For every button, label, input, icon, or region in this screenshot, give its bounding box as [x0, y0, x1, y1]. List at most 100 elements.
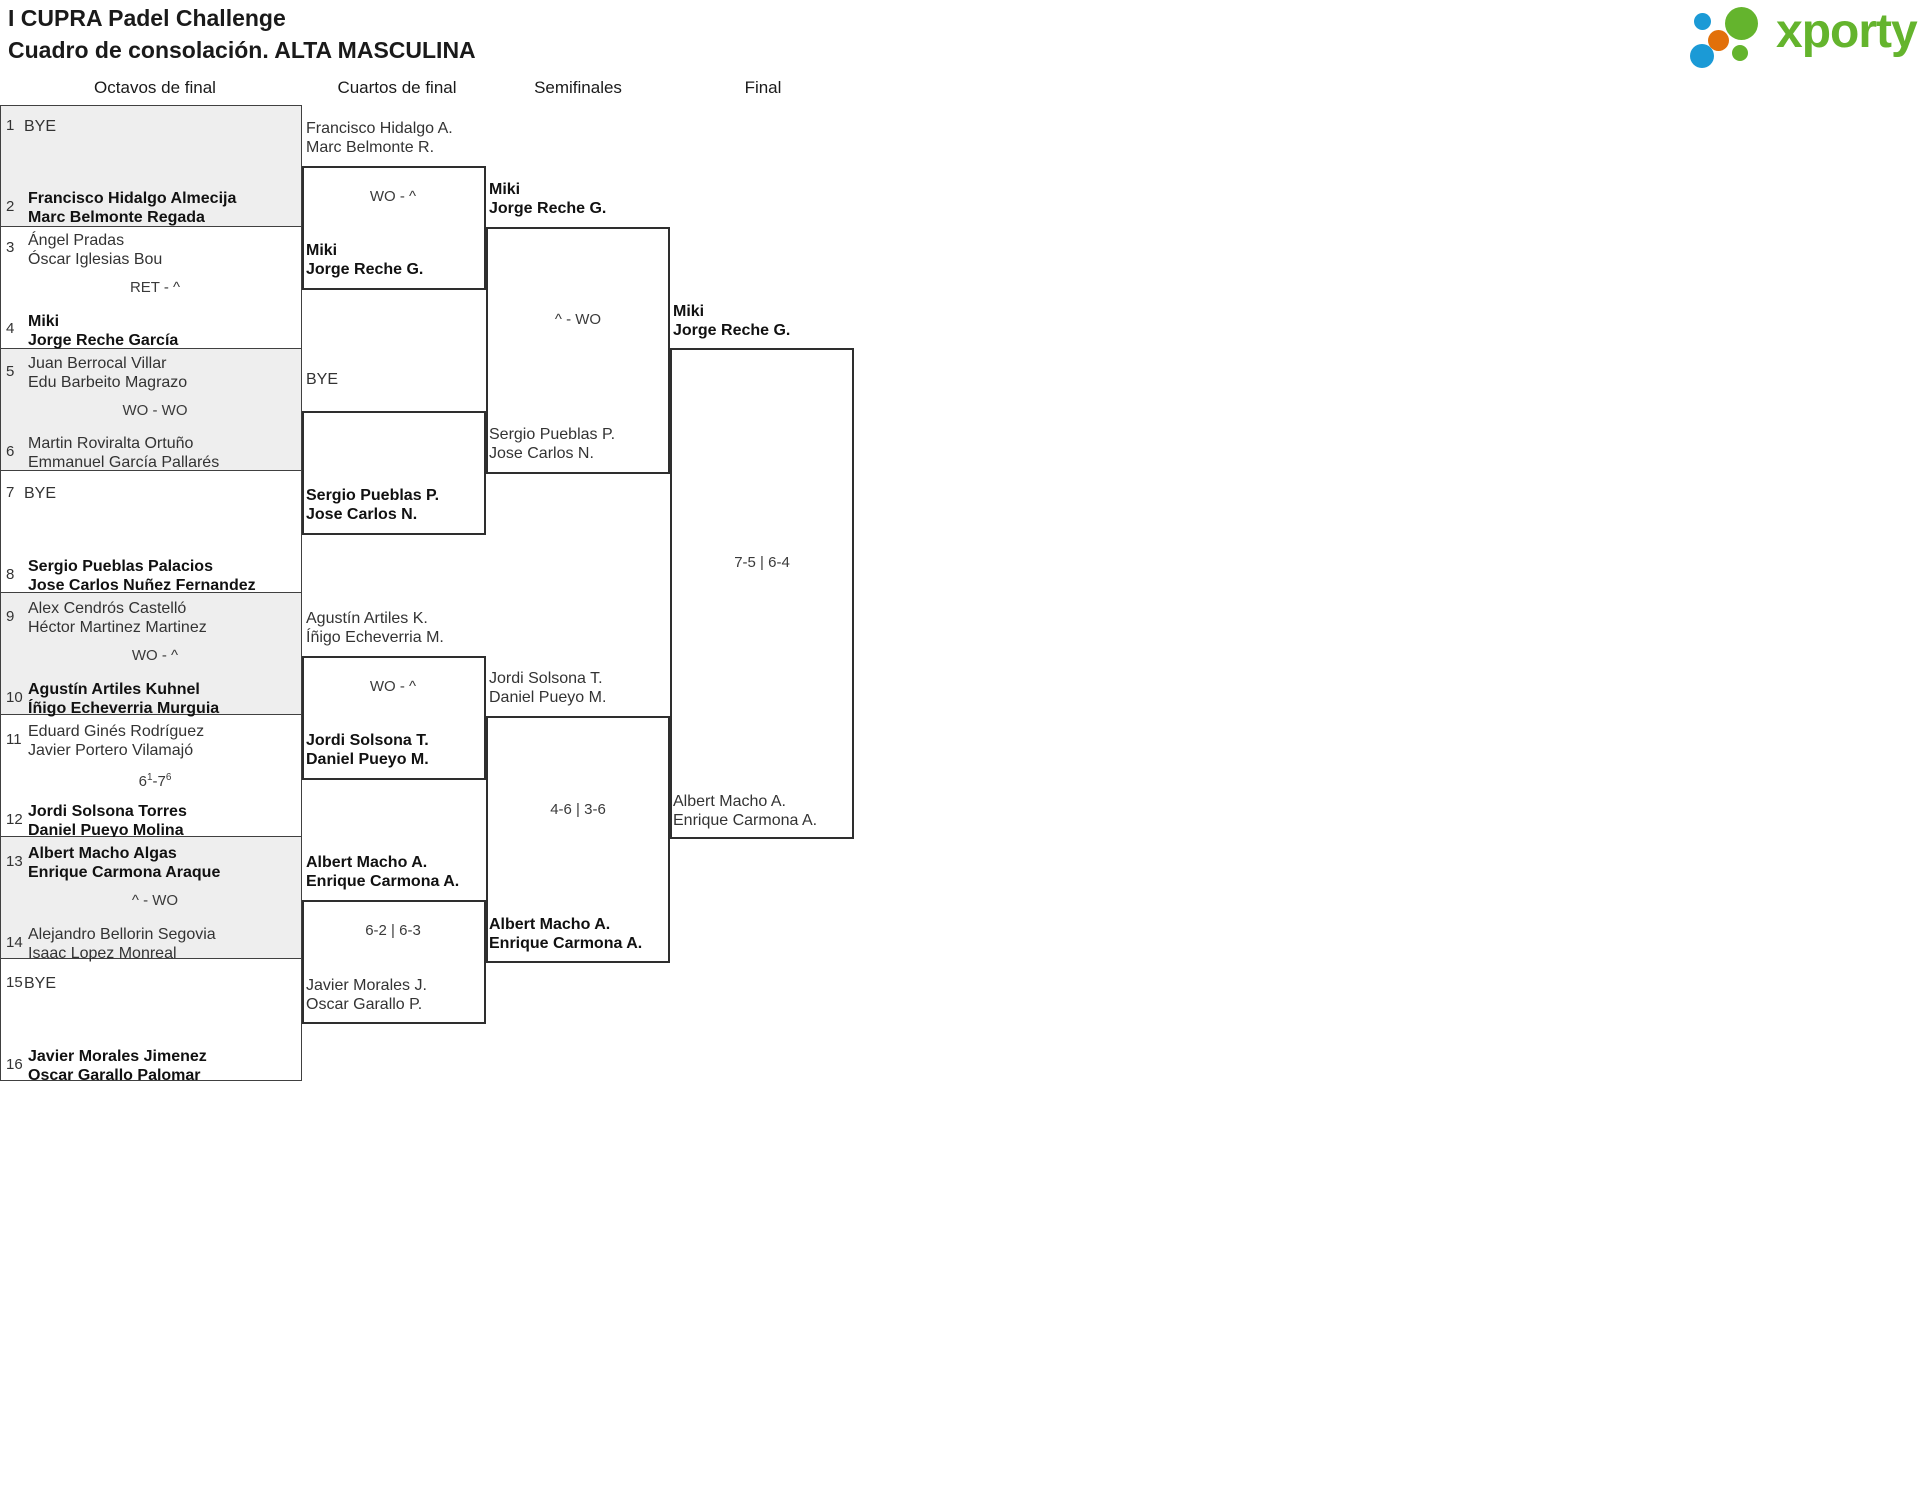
- r1-slot-4-players: Miki Jorge Reche García: [28, 313, 179, 349]
- r4-connector-1: [670, 348, 672, 837]
- r1-slot-5-players: Juan Berrocal Villar Edu Barbeito Magraz…: [28, 355, 188, 391]
- r1-slot-10-players: Agustín Artiles Kuhnel Íñigo Echeverria …: [28, 681, 220, 717]
- r2-line-top-2: [302, 411, 486, 413]
- seed-number: 16: [6, 1056, 23, 1073]
- xporty-logo: xporty: [1690, 4, 1918, 68]
- r1-slot-3-players: Ángel Pradas Óscar Iglesias Bou: [28, 232, 163, 268]
- bracket-subtitle: Cuadro de consolación. ALTA MASCULINA: [8, 37, 476, 63]
- tournament-title: I CUPRA Padel Challenge: [8, 5, 286, 31]
- round-heading-semifinales: Semifinales: [534, 78, 622, 97]
- r1-slot-11-players: Eduard Ginés Rodríguez Javier Portero Vi…: [28, 723, 205, 759]
- r2-box-right-3: [484, 656, 486, 778]
- r3-connector-2: [486, 716, 488, 961]
- r2-slot-7-players: Albert Macho A. Enrique Carmona A.: [306, 854, 460, 890]
- r1-pair-6[interactable]: [0, 715, 302, 837]
- r2-line-top-1: [302, 166, 486, 168]
- r1-score-3: WO - WO: [122, 402, 188, 419]
- r1-pair-4[interactable]: [0, 471, 302, 593]
- r1-score-6: 61-76: [138, 772, 172, 790]
- r3-score-1: ^ - WO: [554, 311, 602, 328]
- r4-slot-1-players: Miki Jorge Reche G.: [673, 303, 791, 339]
- r3-connector-1: [486, 227, 488, 472]
- r4-line-bot-1: [670, 837, 854, 839]
- r2-box-right-4: [484, 900, 486, 1022]
- r3-slot-4-players: Albert Macho A. Enrique Carmona A.: [489, 916, 643, 952]
- r4-score-1: 7-5 | 6-4: [734, 554, 790, 571]
- page-header: I CUPRA Padel Challenge Cuadro de consol…: [8, 2, 476, 66]
- r1-score-7: ^ - WO: [131, 892, 179, 909]
- r2-slot-4-players: Sergio Pueblas P. Jose Carlos N.: [306, 487, 440, 523]
- logo-wordmark: xporty: [1776, 5, 1918, 58]
- r1-slot-7-bye: BYE: [24, 485, 57, 502]
- logo-dot-blue-small: [1694, 13, 1711, 30]
- r1-slot-6-players: Martin Roviralta Ortuño Emmanuel García …: [28, 435, 220, 471]
- seed-number: 9: [6, 608, 15, 625]
- r3-slot-2-players: Sergio Pueblas P. Jose Carlos N.: [489, 426, 616, 462]
- r2-slot-3-bye: BYE: [306, 371, 339, 388]
- r2-score-3: WO - ^: [369, 678, 417, 695]
- r1-score-2: RET - ^: [129, 279, 181, 296]
- seed-number: 1: [6, 117, 15, 134]
- r1-pair-1[interactable]: [0, 105, 302, 227]
- r2-line-top-4: [302, 900, 486, 902]
- r2-line-bot-3: [302, 778, 486, 780]
- r1-slot-15-bye: BYE: [24, 975, 57, 992]
- r2-line-top-3: [302, 656, 486, 658]
- r1-slot-14-players: Alejandro Bellorin Segovia Isaac Lopez M…: [28, 926, 216, 962]
- r2-line-bot-1: [302, 288, 486, 290]
- seed-number: 14: [6, 934, 23, 951]
- r2-line-bot-4: [302, 1022, 486, 1024]
- r1-pair-3[interactable]: [0, 349, 302, 471]
- seed-number: 6: [6, 443, 15, 460]
- r3-slot-3-players: Jordi Solsona T. Daniel Pueyo M.: [489, 670, 607, 706]
- r4-line-top-1: [670, 348, 854, 350]
- seed-number: 8: [6, 566, 15, 583]
- round-heading-final: Final: [744, 78, 782, 97]
- r3-box-right-2: [668, 716, 670, 961]
- r1-slot-9-players: Alex Cendrós Castelló Héctor Martinez Ma…: [28, 600, 207, 636]
- r2-score-4: 6-2 | 6-3: [365, 922, 421, 939]
- r1-slot-13-players: Albert Macho Algas Enrique Carmona Araqu…: [28, 845, 221, 881]
- seed-number: 3: [6, 239, 15, 256]
- r1-slot-16-players: Javier Morales Jimenez Oscar Garallo Pal…: [28, 1048, 207, 1084]
- logo-dot-green-small: [1732, 45, 1748, 61]
- seed-number: 11: [6, 731, 22, 748]
- r3-line-bot-2: [486, 961, 670, 963]
- seed-number: 10: [6, 689, 23, 706]
- round-heading-cuartos: Cuartos de final: [337, 78, 457, 97]
- logo-dot-green-large: [1725, 7, 1758, 40]
- r4-box-right-1: [852, 348, 854, 837]
- r4-slot-2-players: Albert Macho A. Enrique Carmona A.: [673, 793, 818, 829]
- r2-connector-1: [302, 166, 304, 288]
- r2-connector-2: [302, 411, 304, 533]
- seed-number: 13: [6, 853, 23, 870]
- r2-slot-6-players: Jordi Solsona T. Daniel Pueyo M.: [306, 732, 429, 768]
- logo-dot-blue-large: [1690, 44, 1714, 68]
- r1-slot-1-bye: BYE: [24, 118, 57, 135]
- r3-line-bot-1: [486, 472, 670, 474]
- logo-dot-orange: [1708, 30, 1729, 51]
- seed-number: 7: [6, 484, 15, 501]
- r1-pair-7[interactable]: [0, 837, 302, 959]
- round-heading-octavos: Octavos de final: [94, 78, 216, 97]
- seed-number: 5: [6, 363, 15, 380]
- r3-slot-1-players: Miki Jorge Reche G.: [489, 181, 607, 217]
- r2-box-right-1: [484, 166, 486, 288]
- r1-score-5: WO - ^: [131, 647, 179, 664]
- r1-slot-8-players: Sergio Pueblas Palacios Jose Carlos Nuñe…: [28, 558, 256, 594]
- r3-box-right-1: [668, 227, 670, 472]
- r2-slot-5-players: Agustín Artiles K. Íñigo Echeverria M.: [306, 610, 444, 646]
- r2-slot-2-players: Miki Jorge Reche G.: [306, 242, 424, 278]
- r1-pair-2[interactable]: [0, 227, 302, 349]
- r1-pair-8[interactable]: [0, 959, 302, 1081]
- r1-slot-12-players: Jordi Solsona Torres Daniel Pueyo Molina: [28, 803, 187, 839]
- r2-connector-4: [302, 900, 304, 1022]
- seed-number: 12: [6, 811, 23, 828]
- r3-line-top-1: [486, 227, 670, 229]
- seed-number: 15: [6, 974, 23, 991]
- r1-pair-5[interactable]: [0, 593, 302, 715]
- r3-line-top-2: [486, 716, 670, 718]
- r2-line-bot-2: [302, 533, 486, 535]
- r2-slot-8-players: Javier Morales J. Oscar Garallo P.: [306, 977, 427, 1013]
- r1-slot-2-players: Francisco Hidalgo Almecija Marc Belmonte…: [28, 190, 237, 226]
